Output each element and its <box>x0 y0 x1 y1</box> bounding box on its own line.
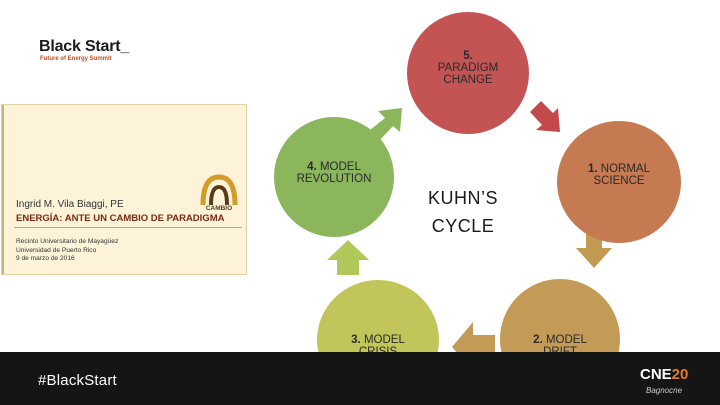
slide-edge <box>2 105 4 274</box>
step-1-label: 1. NORMAL SCIENCE <box>572 163 666 187</box>
event-logo: CNE20 <box>640 366 688 383</box>
cambio-logo-text: CAMBIO <box>205 205 233 212</box>
step-number: 5. <box>463 50 473 62</box>
arrow-1-to-2 <box>576 234 612 268</box>
step-4-label: 4. MODEL REVOLUTION <box>282 161 386 185</box>
center-line: CYCLE <box>431 216 495 236</box>
center-line: KUHN’S <box>427 188 498 208</box>
arrow-4-to-5 <box>370 108 402 140</box>
step-text: PARADIGM CHANGE <box>437 62 499 86</box>
step-5-label: 5. PARADIGM CHANGE <box>418 50 518 86</box>
event-logo-sub: Bagnocne <box>646 386 683 395</box>
step-number: 4. <box>307 161 317 173</box>
arrow-5-to-1 <box>530 101 560 132</box>
slide-thumbnail: CAMBIO Ingrid M. Vila Biaggi, PE ENERGÍA… <box>1 104 247 275</box>
footer-hashtag: #BlackStart <box>38 372 117 389</box>
footer-bar <box>0 352 720 405</box>
slide-title: ENERGÍA: ANTE UN CAMBIO DE PARADIGMA <box>16 213 225 224</box>
step-text: NORMAL SCIENCE <box>593 163 650 187</box>
cambio-logo-icon <box>200 174 238 206</box>
cycle-step-5 <box>407 12 529 134</box>
step-text: MODEL REVOLUTION <box>296 161 372 185</box>
arrow-3-to-4 <box>327 240 369 275</box>
brand-title: Black Start_ <box>39 38 130 55</box>
cycle-center-title: KUHN’S CYCLE <box>408 184 518 240</box>
slide-line: Universidad de Puerto Rico <box>16 246 97 254</box>
slide-line: 9 de marzo de 2016 <box>16 255 75 263</box>
step-number: 3. <box>351 334 361 346</box>
slide-divider <box>14 227 242 228</box>
event-logo-text: CNE <box>640 366 672 383</box>
event-logo-number: 20 <box>671 366 689 383</box>
step-number: 1. <box>588 163 598 175</box>
slide-line: Recinto Universitario de Mayagüez <box>16 238 119 245</box>
slide-author: Ingrid M. Vila Biaggi, PE <box>16 199 124 210</box>
brand-subtitle: Future of Energy Summit <box>40 56 112 62</box>
slide-details: Recinto Universitario de Mayagüez Univer… <box>16 238 118 264</box>
step-number: 2. <box>533 334 543 346</box>
cycle-step-4 <box>274 117 394 237</box>
cycle-step-1 <box>557 121 681 243</box>
